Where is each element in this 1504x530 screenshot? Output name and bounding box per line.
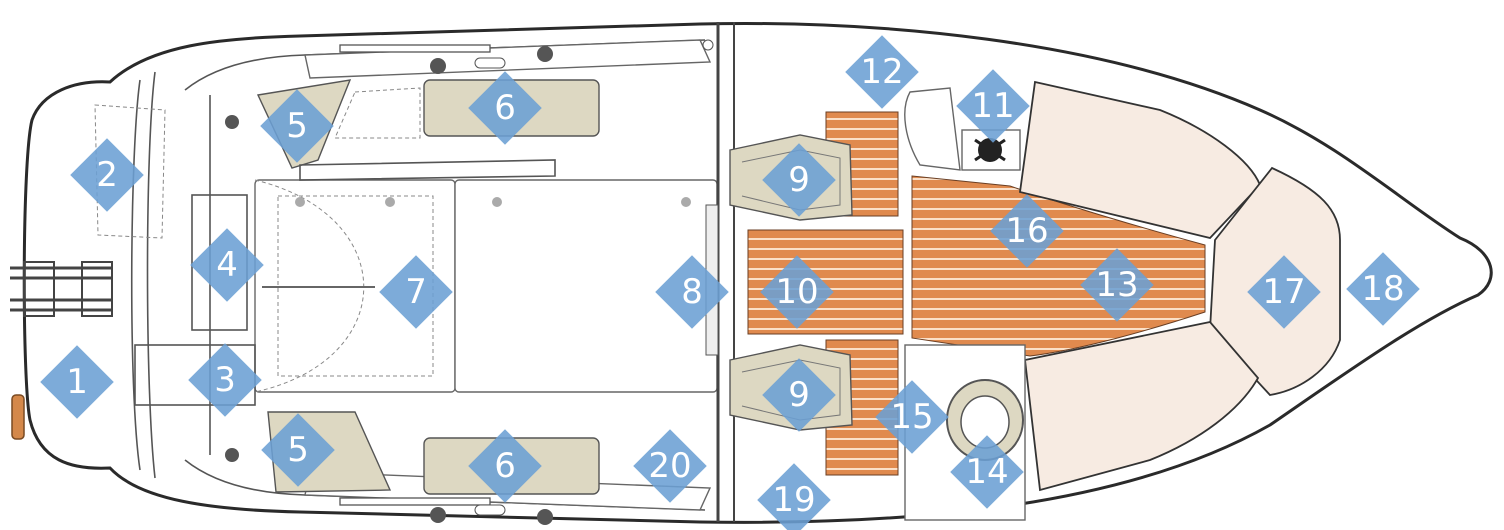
callout-16: 16 [990, 194, 1064, 268]
callout-12: 12 [845, 35, 919, 109]
callout-6-port: 6 [468, 71, 542, 145]
callout-6-starboard-label: 6 [494, 446, 516, 486]
swim-platform [10, 71, 166, 479]
callout-14: 14 [950, 435, 1024, 509]
boarding-ladder [10, 261, 113, 317]
callout-18-label: 18 [1361, 269, 1404, 309]
callout-3-label: 3 [214, 360, 236, 400]
callout-11: 11 [956, 69, 1030, 143]
callout-18: 18 [1346, 252, 1420, 326]
callout-17-label: 17 [1262, 272, 1305, 312]
callout-1-label: 1 [66, 362, 88, 402]
callout-2-label: 2 [96, 155, 118, 195]
callout-20: 20 [633, 429, 707, 503]
callout-9-port-label: 9 [788, 160, 810, 200]
callout-10-label: 10 [775, 272, 818, 312]
v-berth [1018, 80, 1341, 492]
callout-9-starboard-label: 9 [788, 375, 810, 415]
callout-5-port-label: 5 [286, 106, 308, 146]
callout-13: 13 [1080, 248, 1154, 322]
callout-5-port: 5 [260, 89, 334, 163]
callout-8-label: 8 [681, 272, 703, 312]
callout-19-label: 19 [772, 480, 815, 520]
callout-12-label: 12 [860, 52, 903, 92]
helm-console [904, 87, 1021, 171]
callout-10: 10 [760, 255, 834, 329]
callout-20-label: 20 [648, 446, 691, 486]
callout-6-port-label: 6 [494, 88, 516, 128]
callout-7-label: 7 [405, 272, 427, 312]
callout-16-label: 16 [1005, 211, 1048, 251]
callout-8: 8 [655, 255, 729, 329]
callout-3: 3 [188, 343, 262, 417]
callout-15: 15 [875, 380, 949, 454]
callout-11-label: 11 [971, 86, 1014, 126]
callout-17: 17 [1247, 255, 1321, 329]
callout-6-starboard: 6 [468, 429, 542, 503]
callout-7: 7 [379, 255, 453, 329]
callout-13-label: 13 [1095, 265, 1138, 305]
callout-4-label: 4 [216, 245, 238, 285]
callout-5-starboard: 5 [261, 413, 335, 487]
callout-5-starboard-label: 5 [287, 430, 309, 470]
transom-seat [254, 179, 456, 393]
callout-19: 19 [757, 463, 831, 530]
callout-9-port: 9 [762, 143, 836, 217]
stern-light [11, 394, 25, 440]
callout-14-label: 14 [965, 452, 1008, 492]
callout-1: 1 [40, 345, 114, 419]
callout-9-starboard: 9 [762, 358, 836, 432]
callout-15-label: 15 [890, 397, 933, 437]
